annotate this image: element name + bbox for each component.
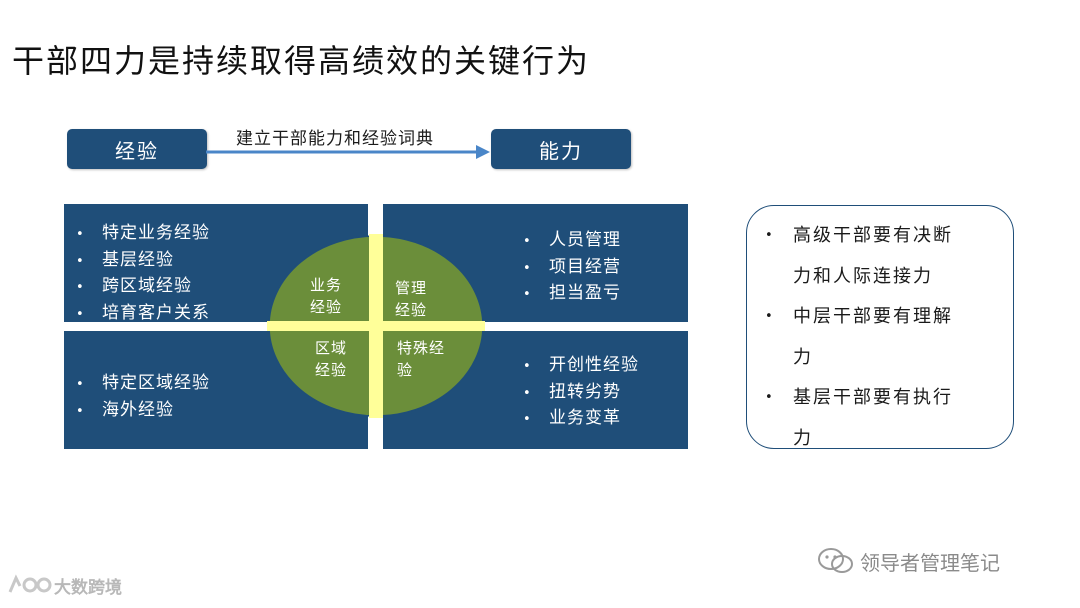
center-cell-line: 特殊经	[397, 339, 446, 357]
center-cell-line: 经验	[395, 301, 428, 319]
logo-icon	[8, 574, 52, 593]
line: 基层干部要有执行	[793, 387, 953, 408]
center-cell-special: 特殊经 验	[397, 337, 445, 381]
cadre-ability-list: • 高级干部要有决断力和人际连接力 • 中层干部要有理解力 • 基层干部要有执行力	[765, 216, 983, 459]
right-arrow-icon	[206, 145, 490, 159]
center-cell-line: 业务	[310, 276, 343, 294]
watermark-left: 大数跨境	[6, 572, 122, 598]
list-item: 担当盈亏	[523, 281, 621, 308]
list-item: 跨区域经验	[76, 274, 210, 301]
watermark-right-text: 领导者管理笔记	[860, 550, 1000, 575]
cross-horizontal-bar	[267, 321, 485, 331]
quadrant-top-right-list: 人员管理 项目经营 担当盈亏	[523, 228, 621, 308]
list-item: 业务变革	[523, 406, 639, 433]
ability-label: 能力	[539, 138, 583, 163]
list-item: • 基层干部要有执行力	[765, 378, 983, 459]
center-cell-line: 经验	[310, 298, 343, 316]
center-ellipse	[267, 234, 485, 418]
quadrant-bottom-right-list: 开创性经验 扭转劣势 业务变革	[523, 353, 639, 433]
bullet: •	[765, 309, 775, 324]
line: 力	[793, 346, 813, 368]
center-cell-line: 管理	[395, 279, 428, 297]
cadre-ability-box: • 高级干部要有决断力和人际连接力 • 中层干部要有理解力 • 基层干部要有执行力	[746, 205, 1014, 449]
center-cell-line: 经验	[315, 361, 348, 379]
list-item: 海外经验	[76, 398, 210, 425]
line: 高级干部要有决断	[793, 225, 953, 246]
page-title: 干部四力是持续取得高绩效的关键行为	[12, 42, 591, 80]
center-cell-region: 区域 经验	[315, 337, 347, 381]
center-cell-line: 验	[397, 361, 414, 379]
bullet: •	[765, 390, 775, 405]
center-cell-management: 管理 经验	[395, 277, 427, 321]
list-item: 项目经营	[523, 255, 621, 282]
list-item-text: 中层干部要有理解力	[793, 297, 983, 378]
bullet: •	[765, 228, 775, 243]
line: 力	[793, 427, 813, 449]
list-item: 开创性经验	[523, 353, 639, 380]
ability-box: 能力	[491, 129, 631, 169]
list-item: 扭转劣势	[523, 380, 639, 407]
list-item: 特定区域经验	[76, 371, 210, 398]
experience-label: 经验	[115, 138, 159, 163]
arrow-label: 建立干部能力和经验词典	[236, 129, 434, 149]
list-item: 特定业务经验	[76, 221, 210, 248]
line: 力和人际连接力	[793, 265, 933, 287]
list-item-text: 基层干部要有执行力	[793, 378, 983, 459]
list-item: 人员管理	[523, 228, 621, 255]
experience-box: 经验	[67, 129, 207, 169]
quadrant-bottom-left-list: 特定区域经验 海外经验	[76, 371, 210, 424]
list-item: 培育客户关系	[76, 301, 210, 328]
watermark-left-text: 大数跨境	[54, 577, 122, 598]
list-item: 基层经验	[76, 248, 210, 275]
center-cell-line: 区域	[315, 339, 348, 357]
center-cell-business: 业务 经验	[310, 274, 342, 318]
watermark-right: 领导者管理笔记	[816, 546, 1000, 576]
list-item: • 高级干部要有决断力和人际连接力	[765, 216, 983, 297]
line: 中层干部要有理解	[793, 306, 953, 327]
wechat-icon	[818, 548, 853, 573]
list-item-text: 高级干部要有决断力和人际连接力	[793, 216, 983, 297]
quadrant-top-left-list: 特定业务经验 基层经验 跨区域经验 培育客户关系	[76, 221, 210, 327]
list-item: • 中层干部要有理解力	[765, 297, 983, 378]
